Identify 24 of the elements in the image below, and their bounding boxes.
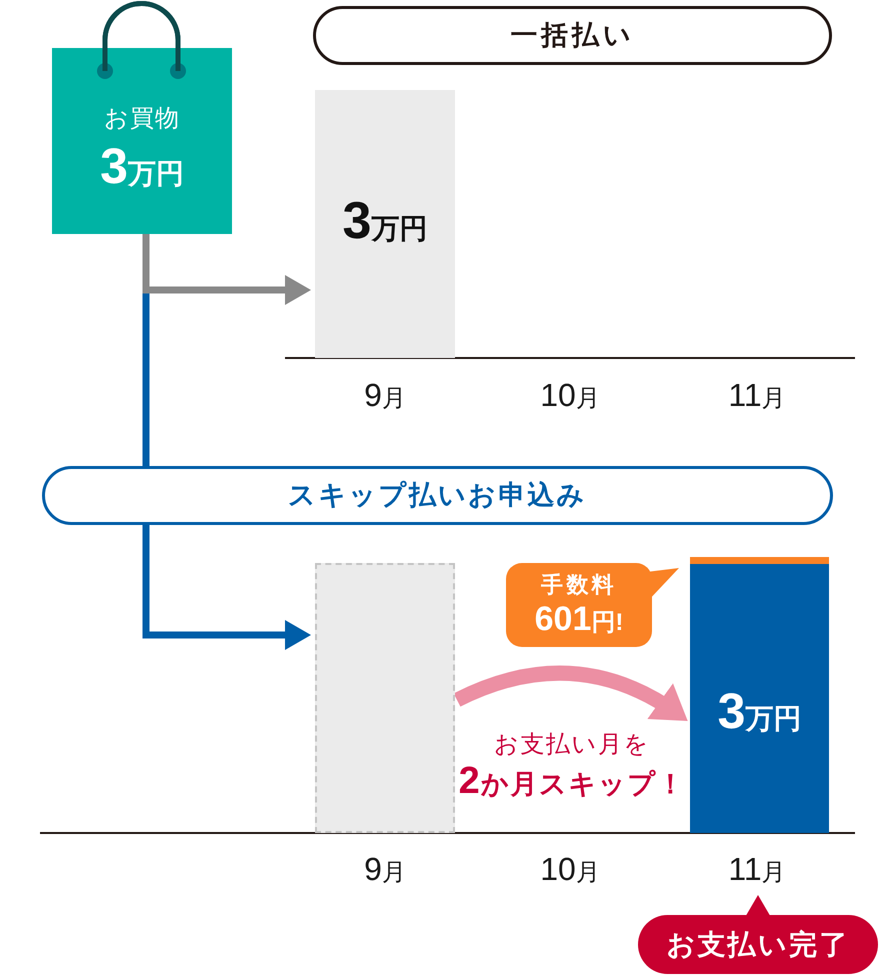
fee-amount: 601円! <box>534 602 624 636</box>
status-callout <box>638 895 878 974</box>
bag-caption: お買物 <box>104 107 180 131</box>
bar <box>315 90 455 358</box>
month-label: 9月 <box>364 853 406 885</box>
month-label: 11月 <box>728 853 786 885</box>
bar-value: 3万円 <box>718 686 802 736</box>
bar-value: 3万円 <box>342 195 428 247</box>
arrow <box>142 525 311 650</box>
heading-text: スキップ払いお申込み <box>288 482 587 509</box>
arrow <box>142 234 311 305</box>
month-label: 10月 <box>540 853 600 885</box>
bag-amount: 3万円 <box>100 141 184 191</box>
status-text: お支払い完了 <box>666 930 850 958</box>
payment-bar <box>690 557 829 833</box>
month-label: 11月 <box>728 379 786 411</box>
arrow <box>454 666 688 721</box>
callout-title: 手数料 <box>541 574 617 596</box>
month-label: 10月 <box>540 379 600 411</box>
speech-bubble <box>506 563 680 647</box>
heading-text: 一括払い <box>510 22 635 49</box>
month-label: 9月 <box>364 379 406 411</box>
shopping-bag <box>52 0 232 234</box>
dashed-bar <box>315 563 455 833</box>
